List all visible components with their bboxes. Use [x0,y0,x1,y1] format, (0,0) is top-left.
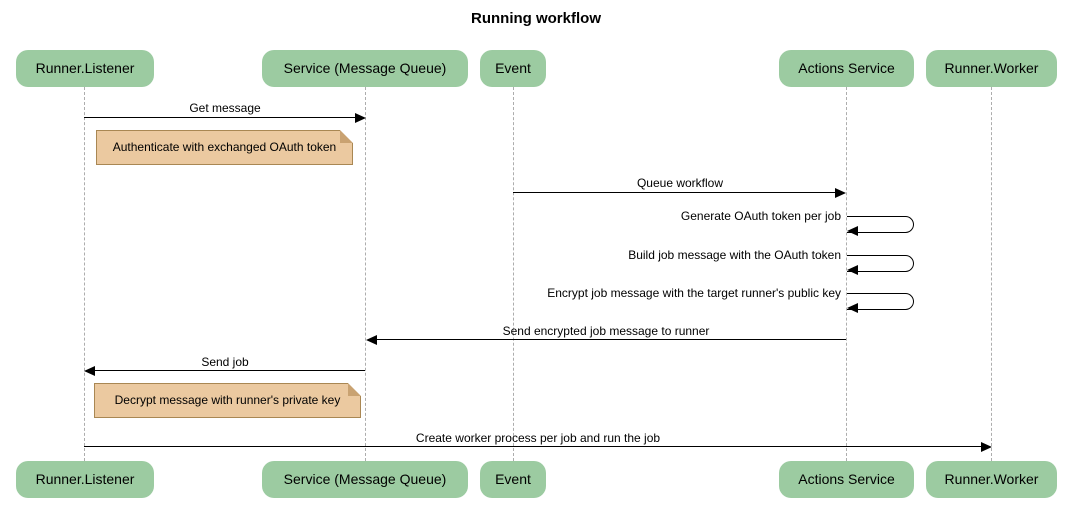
self-message-encrypt-job-label: Encrypt job message with the target runn… [547,286,841,300]
lifeline-service-message-queue [365,87,366,461]
message-send-job-label: Send job [201,355,249,369]
message-send-job-line [95,370,365,372]
self-message-encrypt-job-loop [847,293,914,310]
message-create-worker-line [84,446,981,448]
participant-bottom-runner-listener: Runner.Listener [16,461,154,498]
participant-bottom-service-message-queue: Service (Message Queue) [262,461,468,498]
arrowhead-left-icon [847,303,858,313]
arrowhead-right-icon [835,188,846,198]
participant-bottom-runner-worker: Runner.Worker [926,461,1057,498]
note-decrypt: Decrypt message with runner's private ke… [94,383,361,418]
message-queue-workflow-label: Queue workflow [636,176,724,190]
arrowhead-left-icon [847,226,858,236]
arrowhead-right-icon [981,442,992,452]
self-message-build-job-label: Build job message with the OAuth token [628,248,841,262]
participant-top-actions-service: Actions Service [779,50,914,87]
participant-top-event: Event [480,50,546,87]
diagram-title: Running workflow [471,10,601,27]
self-message-generate-token-loop [847,216,914,233]
note-authenticate: Authenticate with exchanged OAuth token [96,130,353,165]
arrowhead-right-icon [355,113,366,123]
participant-top-runner-worker: Runner.Worker [926,50,1057,87]
message-send-encrypted-label: Send encrypted job message to runner [502,324,710,338]
arrowhead-left-icon [84,366,95,376]
participant-top-runner-listener: Runner.Listener [16,50,154,87]
participant-top-service-message-queue: Service (Message Queue) [262,50,468,87]
lifeline-event [513,87,514,461]
arrowhead-left-icon [366,335,377,345]
participant-bottom-event: Event [480,461,546,498]
message-get-message-label: Get message [189,101,261,115]
message-send-encrypted-line [377,339,846,341]
lifeline-runner-worker [991,87,992,461]
lifeline-actions-service [846,87,847,461]
message-get-message-line [84,117,355,119]
self-message-build-job-loop [847,255,914,272]
arrowhead-left-icon [847,265,858,275]
lifeline-runner-listener [84,87,85,461]
message-create-worker-label: Create worker process per job and run th… [415,431,661,445]
message-queue-workflow-line [513,192,835,194]
self-message-generate-token-label: Generate OAuth token per job [680,209,841,223]
participant-bottom-actions-service: Actions Service [779,461,914,498]
